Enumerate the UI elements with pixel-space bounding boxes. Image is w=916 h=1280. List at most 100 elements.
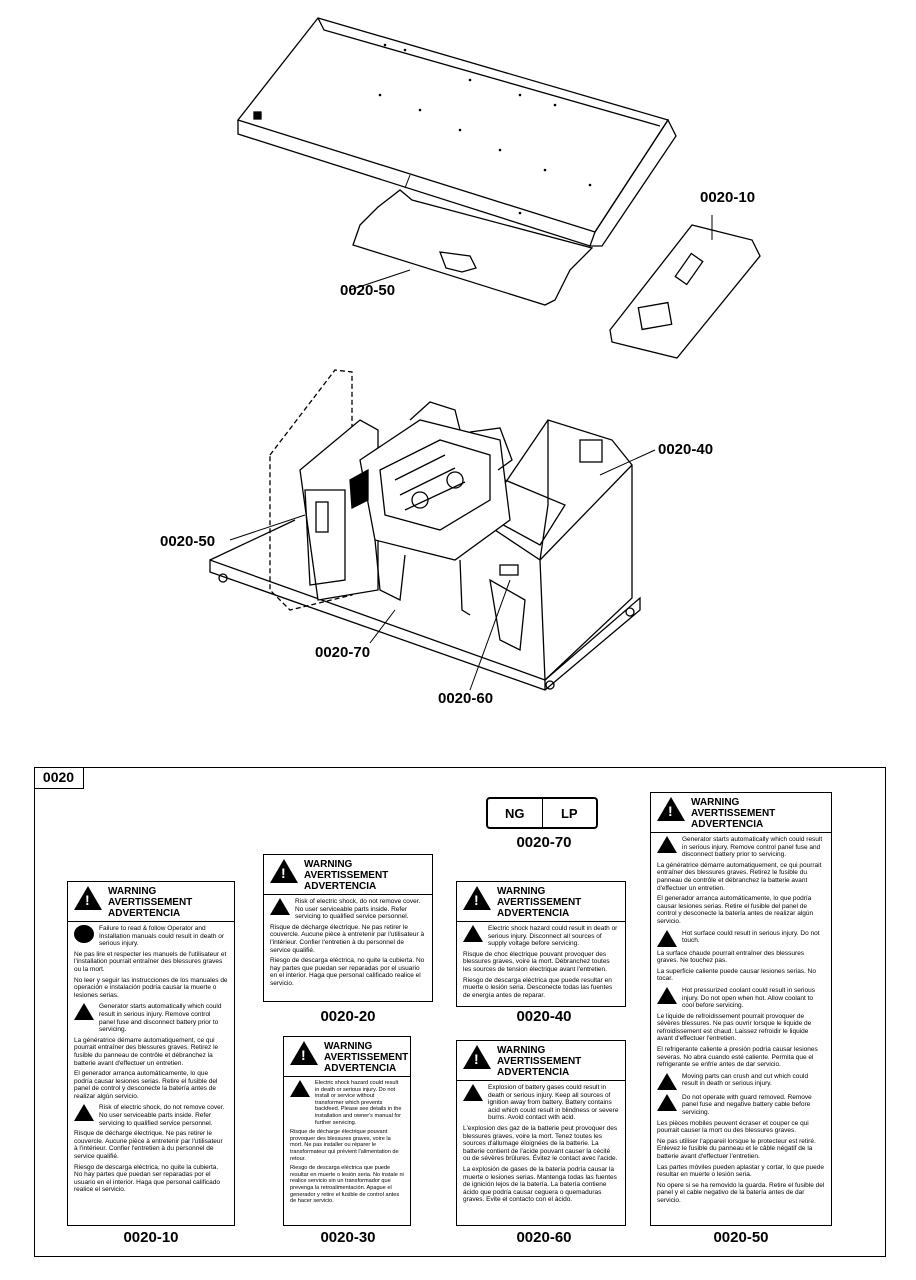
warning-triangle-icon [74,886,102,910]
decal-text: Hot surface could result in serious inju… [682,929,820,945]
heading-avertissement: AVERTISSEMENT [108,897,193,908]
caption-0020-50: 0020-50 [713,1229,769,1246]
decal-text: Risque de décharge électrique. Ne pas re… [270,923,425,954]
decal-text: La génératrice démarre automatiquement, … [74,1036,219,1067]
caption-0020-20: 0020-20 [320,1008,376,1025]
base-frame [209,519,641,691]
hot-surface-icon [657,929,677,947]
warning-triangle-icon [463,1045,491,1069]
electric-shock-icon [463,925,483,942]
electric-shock-icon [290,1080,310,1097]
moving-parts-icon [657,1072,677,1090]
decal-text: La explosión de gases de la batería podr… [463,1165,617,1204]
heading-advertencia: ADVERTENCIA [304,881,377,892]
decal-text: El refrigerante caliente a presión podrí… [657,1046,818,1069]
leader-lines [229,174,713,691]
guard-removed-icon [657,1093,677,1111]
heading-avertissement: AVERTISSEMENT [304,870,389,881]
decal-text: Generator starts automatically which cou… [682,836,823,859]
warning-triangle-icon [290,1041,318,1065]
heading-warning: WARNING [324,1041,373,1052]
decal-kit-tag: 0020 [34,767,84,789]
heading-warning: WARNING [108,886,157,897]
decal-text: Riesgo de descarga eléctrica que puede r… [290,1165,404,1205]
heading-avertissement: AVERTISSEMENT [497,1056,582,1067]
decal-text: No opere si se ha removido la guarda. Re… [657,1181,825,1204]
decal-text: Riesgo de descarga eléctrica, no quite l… [270,957,425,987]
callout-0020-50-mid: 0020-50 [160,533,216,550]
heading-warning: WARNING [691,797,740,808]
decal-kit-frame [34,767,886,1257]
callout-0020-40: 0020-40 [658,441,714,458]
decal-text: Riesgo de descarga eléctrica, no quite l… [74,1163,220,1194]
auto-start-icon [74,1003,94,1021]
heading-warning: WARNING [497,1045,546,1056]
decal-text: No leer y seguir las instrucciones de lo… [74,976,228,999]
warning-triangle-icon [270,859,298,883]
caption-0020-70: 0020-70 [516,834,572,851]
heading-advertencia: ADVERTENCIA [497,1067,570,1078]
decal-text: El generador arranca automáticamente, lo… [74,1070,218,1100]
callout-0020-10: 0020-10 [700,189,756,206]
electric-shock-icon [270,898,290,915]
decal-text: Le liquide de refroidissement pourrait p… [657,1012,812,1043]
auto-start-icon [657,836,677,853]
callout-0020-70: 0020-70 [315,644,371,661]
decal-text: La superficie caliente puede causar lesi… [657,967,816,983]
decal-text: Electric shock hazard could result in de… [315,1080,402,1126]
manual-icon [74,925,94,943]
heading-advertencia: ADVERTENCIA [108,908,181,919]
decal-text: Generator starts automatically which cou… [99,1003,222,1034]
electric-shock-icon [74,1104,94,1122]
caption-0020-40: 0020-40 [516,1008,572,1025]
callout-0020-50-top: 0020-50 [340,282,396,299]
fuel-type-decal: NG LP [486,797,598,829]
heading-avertissement: AVERTISSEMENT [324,1052,409,1063]
decal-text: La surface chaude pourrait entraîner des… [657,949,805,965]
decal-text: Hot pressurized coolant could result in … [682,986,815,1010]
decal-text: Electric shock hazard could result in de… [488,925,618,948]
roof-panel [236,17,677,247]
decal-text: Risk of electric shock, do not remove co… [99,1104,225,1127]
decal-text: Do not operate with guard removed. Remov… [682,1093,812,1117]
decal-text: Las partes móviles pueden aplastar y cor… [657,1163,824,1179]
decal-text: L'explosion des gaz de la batterie peut … [463,1124,618,1163]
decal-text: Moving parts can crush and cut which cou… [682,1072,809,1088]
fuel-ng-label: NG [488,799,543,827]
callout-0020-60: 0020-60 [438,690,494,707]
heading-advertencia: ADVERTENCIA [497,908,570,919]
heading-advertencia: ADVERTENCIA [691,819,764,830]
decal-text: Riesgo de descarga eléctrica que puede r… [463,976,613,999]
decal-text: La génératrice démarre automatiquement, … [657,861,822,892]
hot-coolant-icon [657,986,677,1004]
decal-text: Explosion of battery gases could result … [488,1084,619,1122]
decal-text: Failure to read & follow Operator and In… [99,925,225,948]
side-panel [609,224,761,359]
warning-triangle-icon [657,797,685,821]
warning-triangle-icon [463,886,491,910]
exploded-assembly-diagram [209,17,761,691]
caption-0020-10: 0020-10 [123,1229,179,1246]
caption-0020-30: 0020-30 [320,1229,376,1246]
caption-0020-60: 0020-60 [516,1229,572,1246]
decal-text: Risque de décharge électrique. Ne pas re… [74,1130,223,1161]
heading-avertissement: AVERTISSEMENT [497,897,582,908]
fuel-lp-label: LP [560,805,578,821]
decal-text: Risk of electric shock, do not remove co… [295,898,421,921]
decal-text: Risque de choc électrique pouvant provoq… [463,950,610,973]
decal-text: Risque de décharge électrique pouvant pr… [290,1129,399,1162]
heading-avertissement: AVERTISSEMENT [691,808,776,819]
engine-assembly [349,401,526,652]
heading-warning: WARNING [497,886,546,897]
battery-explosion-icon [463,1084,483,1101]
right-enclosure [479,419,633,682]
heading-warning: WARNING [304,859,353,870]
heading-advertencia: ADVERTENCIA [324,1063,397,1074]
decal-text: Les pièces mobiles peuvent écraser et co… [657,1119,809,1135]
